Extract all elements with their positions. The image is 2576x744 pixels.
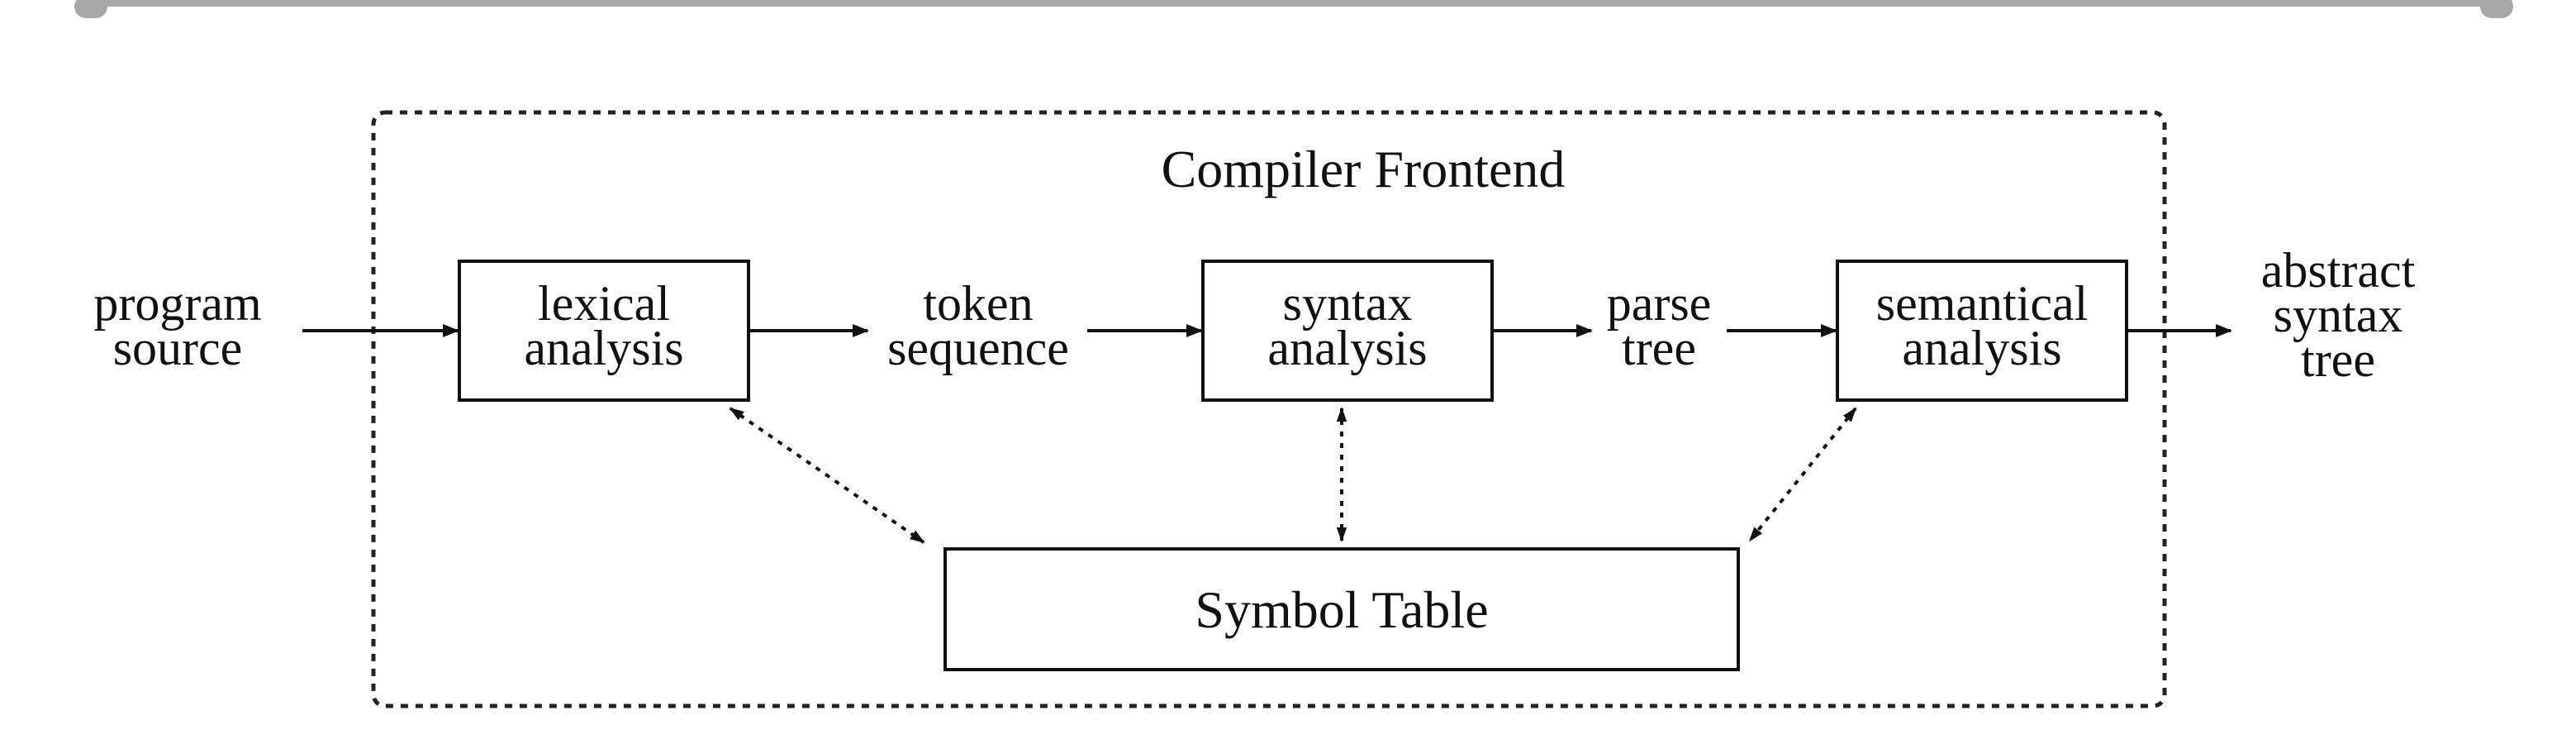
token-sequence-label: token sequence <box>864 276 1092 375</box>
lexical-line-2: analysis <box>524 321 684 375</box>
scroll-bar-left-cap[interactable] <box>74 0 107 18</box>
symbol-table-box <box>943 547 1740 671</box>
parse-line-1: parse <box>1606 276 1712 331</box>
semantical-line-2: analysis <box>1902 321 2062 375</box>
frontend-frame <box>371 110 2167 708</box>
scroll-bar[interactable] <box>74 0 2513 18</box>
semantical-analysis-label: semantical analysis <box>1837 276 2127 375</box>
semantical-analysis-box <box>1836 260 2128 402</box>
lexical-analysis-label: lexical analysis <box>459 276 749 375</box>
input-label: program source <box>58 276 297 375</box>
syntax-line-1: syntax <box>1282 276 1413 331</box>
frame-title: Compiler Frontend <box>1161 140 1566 198</box>
output-line-3: tree <box>2301 332 2375 387</box>
token-line-1: token <box>923 276 1034 331</box>
semantical-line-1: semantical <box>1875 276 2089 331</box>
dotted-arrow-lexical-symbol-table <box>729 407 925 544</box>
token-line-2: sequence <box>887 321 1069 375</box>
parse-tree-label: parse tree <box>1586 276 1732 375</box>
input-label-line-1: program <box>93 276 262 331</box>
output-line-2: syntax <box>2273 288 2403 342</box>
lexical-analysis-box <box>458 260 750 402</box>
syntax-line-2: analysis <box>1267 321 1428 375</box>
lexical-line-1: lexical <box>538 276 670 331</box>
output-line-1: abstract <box>2260 243 2416 298</box>
symbol-table-label: Symbol Table <box>1195 580 1489 639</box>
scroll-bar-right-cap[interactable] <box>2480 0 2513 18</box>
parse-line-2: tree <box>1622 321 1696 375</box>
syntax-analysis-label: syntax analysis <box>1203 276 1492 375</box>
output-label: abstract syntax tree <box>2231 243 2445 387</box>
dotted-arrow-semantical-symbol-table <box>1748 407 1857 542</box>
input-label-line-2: source <box>112 321 243 375</box>
